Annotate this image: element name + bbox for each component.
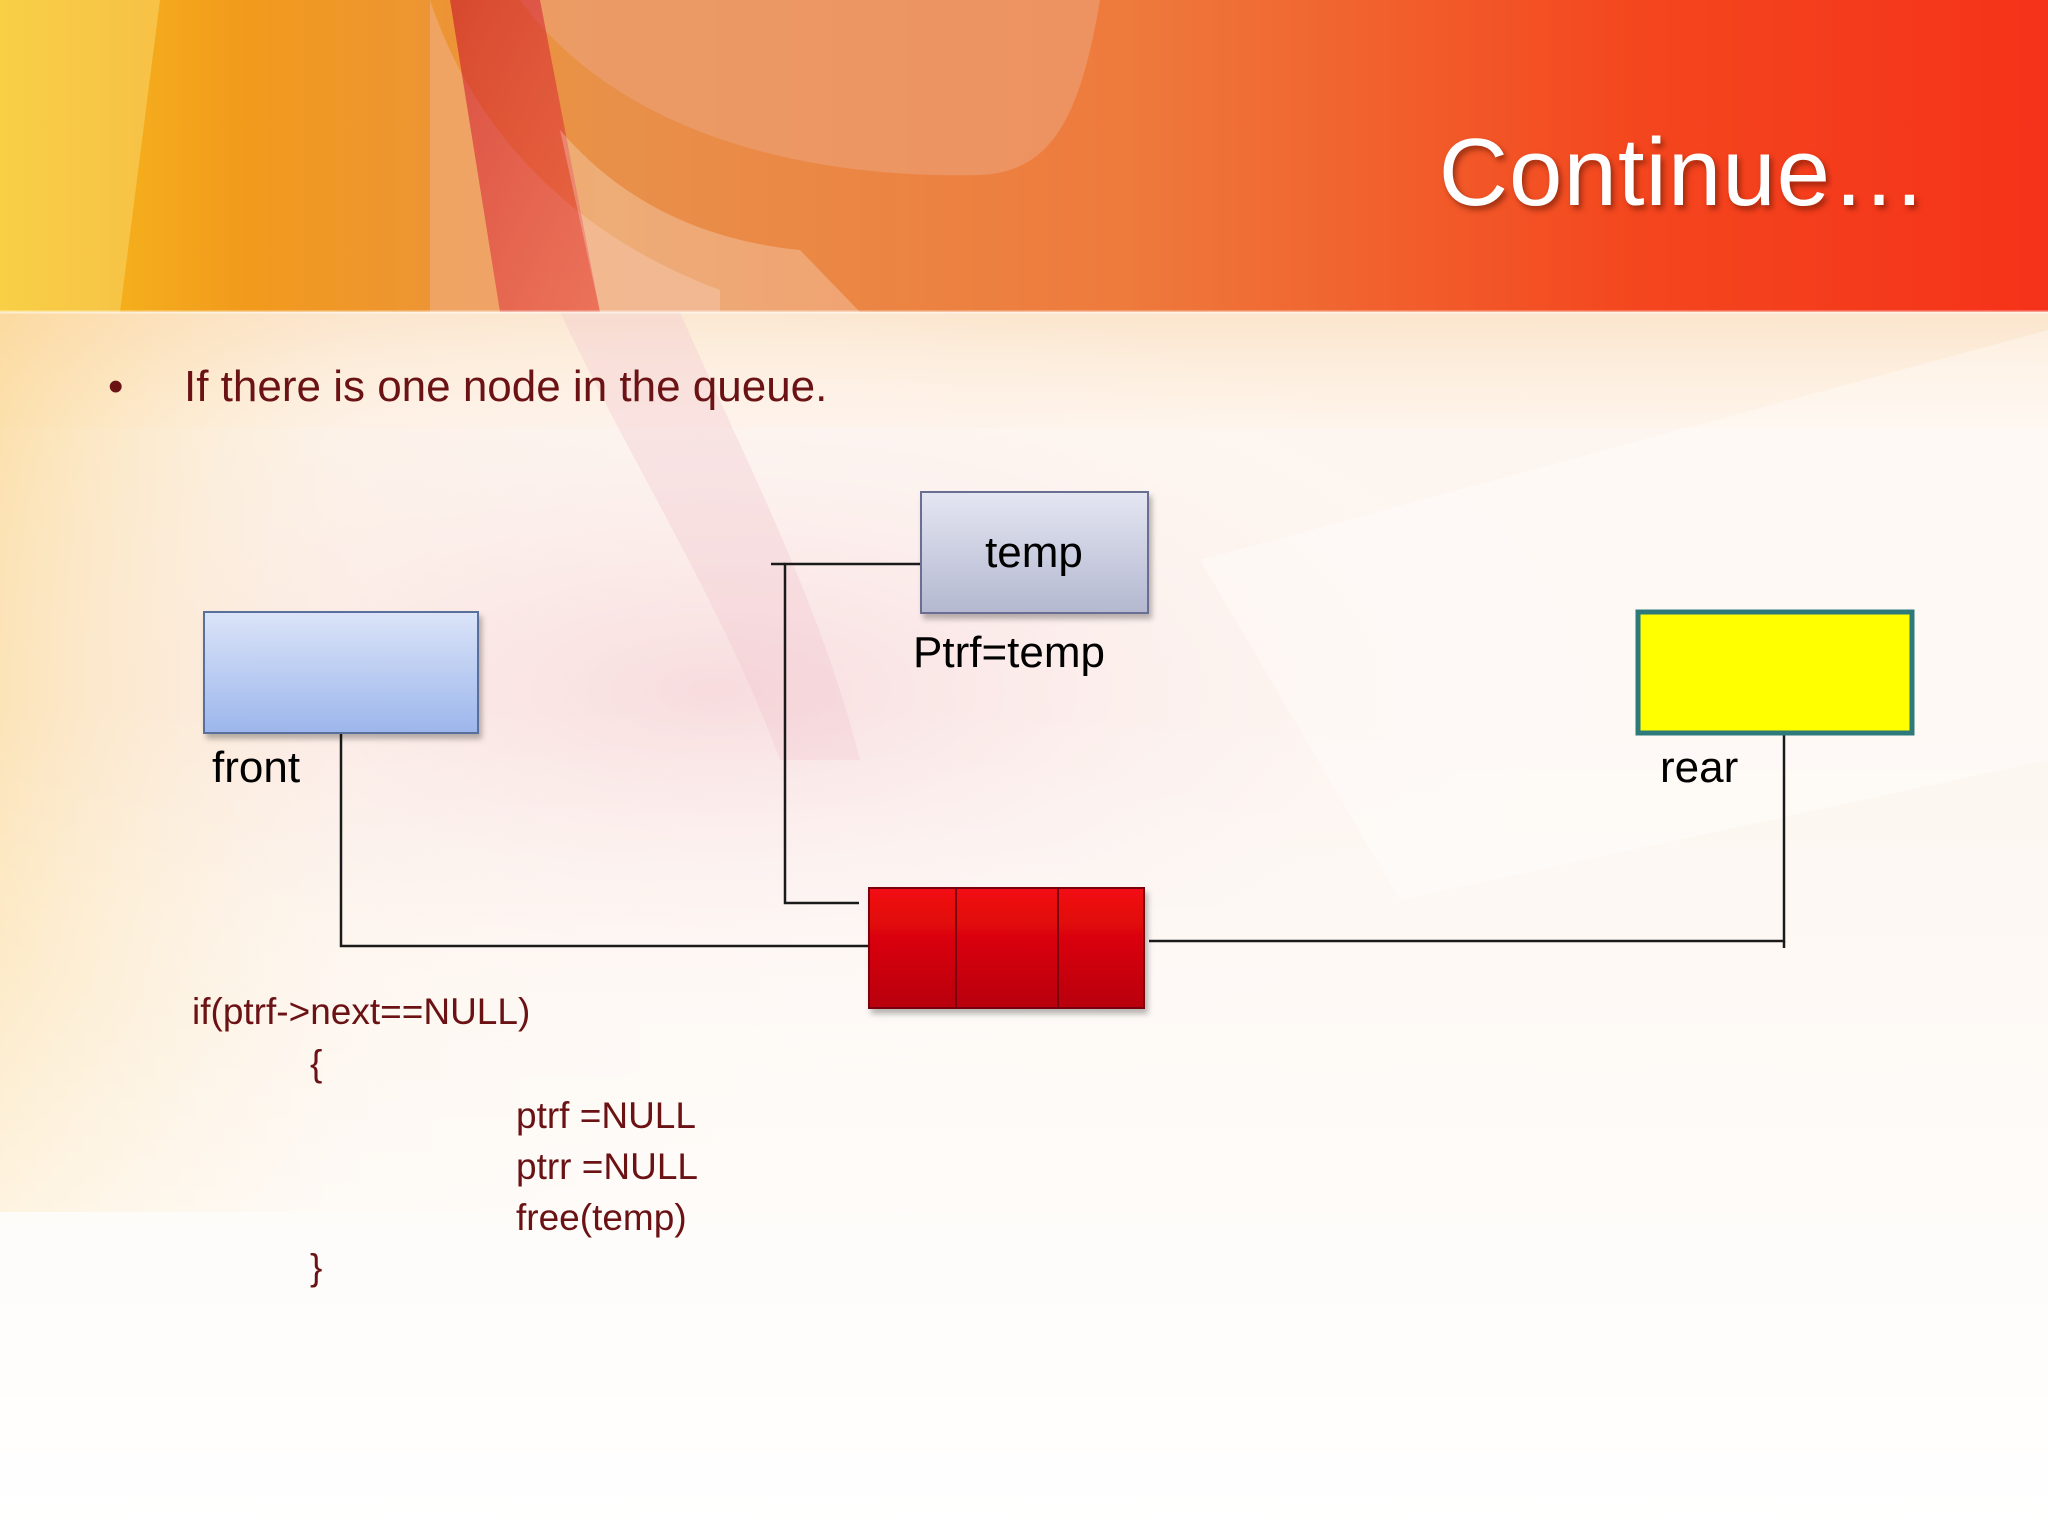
queue-node-cell (955, 887, 1059, 1009)
temp-label: temp (985, 528, 1083, 577)
code-line-condition: if(ptrf->next==NULL) (192, 991, 531, 1032)
temp-pointer-box (920, 491, 1149, 614)
code-line-open-brace: { (310, 1043, 323, 1084)
code-line-ptrr-null: ptrr =NULL (516, 1146, 698, 1187)
slide-title: Continue… (1438, 119, 1928, 226)
code-line-close-brace: } (310, 1247, 323, 1288)
code-line-free-temp: free(temp) (516, 1197, 687, 1238)
ptrf-assignment-label: Ptrf=temp (913, 628, 1105, 677)
bullet-icon: • (108, 362, 124, 411)
temp-connector-line (783, 562, 921, 905)
connector-lines (339, 562, 1786, 948)
front-label: front (212, 743, 300, 792)
queue-node-cell (1057, 887, 1145, 1009)
front-connector-line (339, 733, 869, 948)
bullet-item: • If there is one node in the queue. (108, 362, 827, 412)
queue-node-cell (868, 887, 957, 1009)
rear-pointer-box (1635, 609, 1915, 736)
rear-label: rear (1660, 743, 1738, 792)
queue-node (868, 887, 1145, 1009)
bullet-text: If there is one node in the queue. (184, 362, 828, 411)
code-line-ptrf-null: ptrf =NULL (516, 1095, 696, 1136)
front-pointer-box (203, 611, 479, 734)
